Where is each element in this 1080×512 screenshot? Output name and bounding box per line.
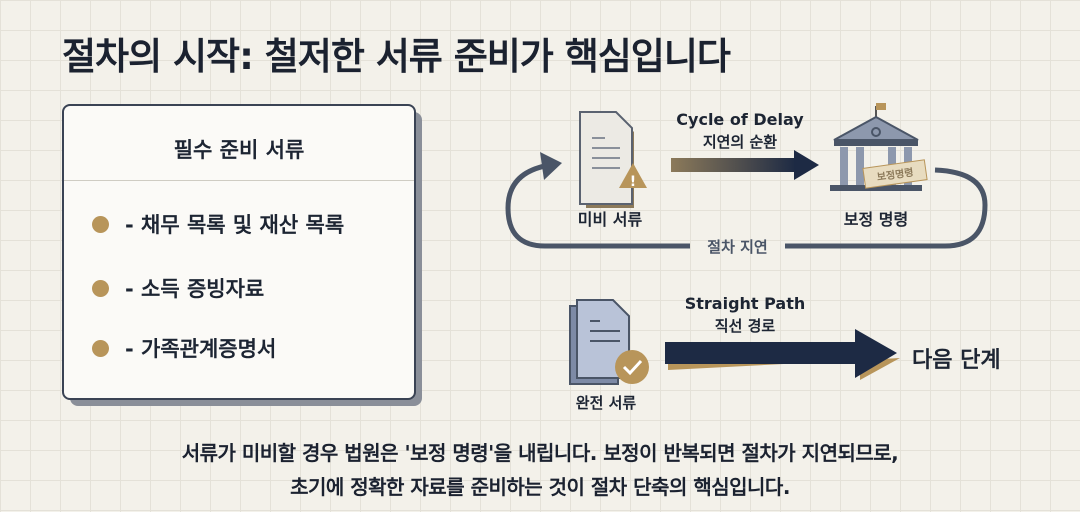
straight-title-en: Straight Path <box>684 294 806 313</box>
list-item: - 소득 증빙자료 <box>92 273 264 303</box>
svg-text:!: ! <box>630 174 636 190</box>
courthouse-icon <box>830 103 928 191</box>
cycle-title-ko: 지연의 순환 <box>702 133 778 151</box>
card-title: 필수 준비 서류 <box>173 138 305 162</box>
divider <box>64 180 414 181</box>
straight-title-ko: 직선 경로 <box>714 317 776 335</box>
cycle-title-en: Cycle of Delay <box>676 110 804 129</box>
complete-document-icon <box>569 299 649 385</box>
item-text: - 소득 증빙자료 <box>125 277 265 301</box>
caption-line: 서류가 미비할 경우 법원은 '보정 명령'을 내립니다. 보정이 반복되면 절… <box>181 441 899 465</box>
warning-icon <box>619 163 647 188</box>
loop-label: 절차 지연 <box>707 238 768 256</box>
bullet-icon <box>92 339 109 357</box>
caption-line: 초기에 정확한 자료를 준비하는 것이 절차 단축의 핵심입니다. <box>290 475 790 499</box>
caption: 서류가 미비할 경우 법원은 '보정 명령'을 내립니다. 보정이 반복되면 절… <box>0 436 1080 504</box>
incomplete-docs-label: 미비 서류 <box>577 210 643 229</box>
item-text: - 채무 목록 및 재산 목록 <box>125 213 345 237</box>
complete-docs-label: 완전 서류 <box>575 394 637 412</box>
bullet-icon <box>92 279 109 297</box>
cycle-arrow <box>671 158 796 172</box>
page-title: 절차의 시작: 철저한 서류 준비가 핵심입니다 <box>62 35 731 78</box>
list-item: - 가족관계증명서 <box>92 333 276 363</box>
next-step-label: 다음 단계 <box>912 348 1001 373</box>
delay-loop-arrow <box>505 162 988 249</box>
list-item: - 채무 목록 및 재산 목록 <box>92 209 344 239</box>
stamp-icon <box>862 159 928 189</box>
straight-arrow <box>665 342 860 364</box>
incomplete-document-icon: ! <box>579 111 647 208</box>
bullet-icon <box>92 215 109 233</box>
item-text: - 가족관계증명서 <box>125 337 277 361</box>
required-documents-card: 필수 준비 서류 - 채무 목록 및 재산 목록 - 소득 증빙자료 - 가족관… <box>62 104 416 400</box>
check-icon <box>615 350 649 384</box>
correction-order-label: 보정 명령 <box>843 210 909 229</box>
loop-arrowhead-icon <box>540 152 562 180</box>
